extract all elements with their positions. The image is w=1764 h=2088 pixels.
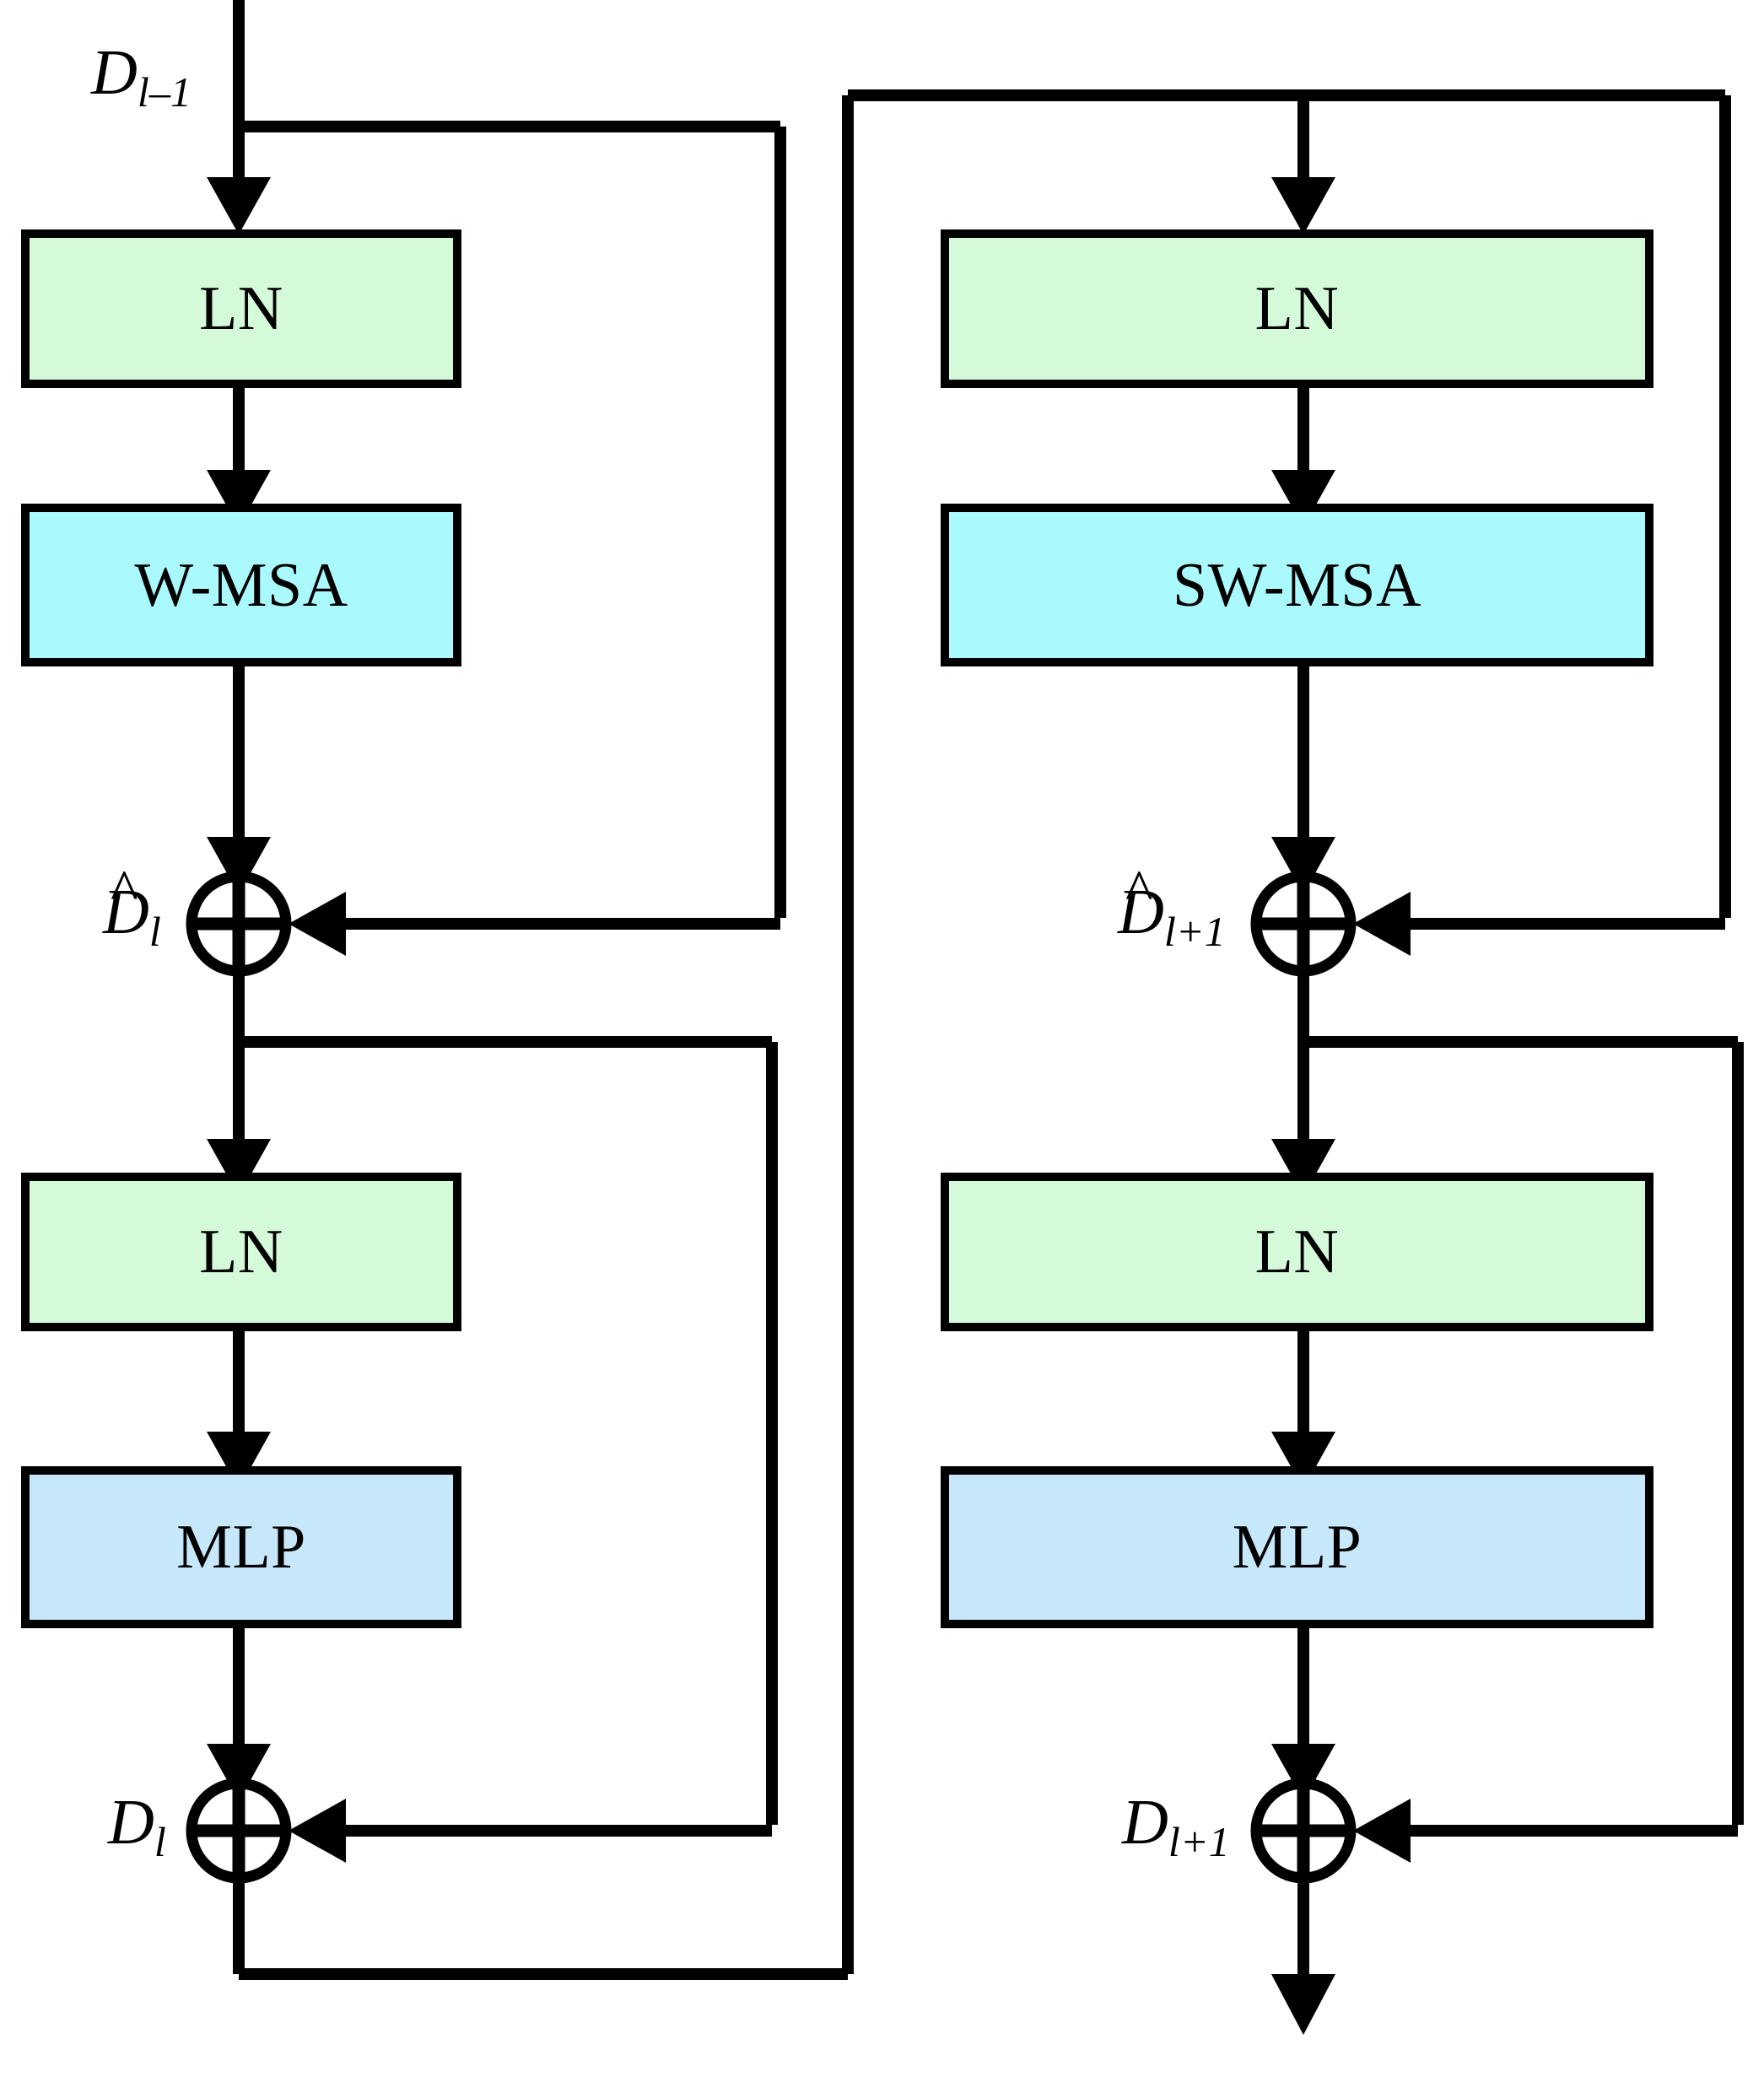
hat-accent-icon: ^ (1125, 859, 1153, 925)
label-base: D (108, 1787, 154, 1858)
hat-accent-icon: ^ (110, 859, 138, 925)
block-mlp-1[interactable]: MLP (21, 1466, 461, 1628)
label-base: D (103, 877, 149, 947)
label-subscript: l–1 (137, 68, 192, 116)
arrowhead-residual1-into-sum1 (289, 892, 346, 956)
block-layernorm-2[interactable]: LN (21, 1173, 461, 1331)
arrowhead-into-sum3 (1271, 837, 1335, 894)
label-base: D (1122, 1787, 1168, 1858)
label-subscript: l (148, 908, 161, 956)
arrowhead-into-sum1 (207, 837, 271, 894)
label-input-d-l-minus-1: Dl–1 (91, 40, 192, 113)
block-w-msa[interactable]: W-MSA (21, 504, 461, 666)
label-subscript: l (154, 1818, 166, 1866)
label-hat-d-l: ^Dl (103, 862, 161, 956)
block-label: LN (199, 274, 283, 343)
block-label: MLP (176, 1513, 306, 1582)
block-label: SW-MSA (1173, 550, 1421, 620)
label-subscript: l+1 (1163, 908, 1226, 956)
sum-node-hat-d-l1 (1250, 871, 1357, 977)
arrowhead-into-wmsa (207, 470, 271, 527)
block-sw-msa[interactable]: SW-MSA (941, 504, 1653, 666)
arrowhead-residual3-into-sum3 (1353, 892, 1411, 956)
label-subscript: l+1 (1168, 1818, 1230, 1866)
block-layernorm-4[interactable]: LN (941, 1173, 1653, 1331)
label-d-l: Dl (108, 1790, 166, 1863)
arrowhead-into-ln1 (207, 177, 271, 235)
arrowhead-residual2-into-sum2 (289, 1799, 346, 1863)
block-label: LN (1254, 1217, 1340, 1287)
sum-node-d-l (186, 1778, 292, 1884)
arrowhead-into-ln2 (207, 1139, 271, 1196)
arrowhead-into-mlp1 (207, 1432, 271, 1489)
sum-node-d-l1 (1250, 1778, 1357, 1884)
arrowhead-into-swmsa (1271, 470, 1335, 527)
arrowhead-into-sum4 (1271, 1744, 1335, 1801)
arrowhead-into-ln4 (1271, 1139, 1335, 1196)
block-label: W-MSA (134, 550, 348, 620)
label-base: D (91, 37, 138, 108)
label-d-l-plus-1: Dl+1 (1122, 1790, 1230, 1863)
arrowhead-residual4-into-sum4 (1353, 1799, 1411, 1863)
arrowhead-into-sum2 (207, 1744, 271, 1801)
sum-node-hat-d-l (186, 871, 292, 977)
arrowhead-into-ln3 (1271, 177, 1335, 235)
block-layernorm-3[interactable]: LN (941, 229, 1653, 388)
label-hat-d-l-plus-1: ^Dl+1 (1118, 862, 1226, 956)
block-label: MLP (1232, 1513, 1362, 1582)
arrowhead-output (1271, 1974, 1335, 2035)
arrowhead-into-mlp2 (1271, 1432, 1335, 1489)
block-layernorm-1[interactable]: LN (21, 229, 461, 388)
block-label: LN (199, 1217, 283, 1287)
block-mlp-2[interactable]: MLP (941, 1466, 1653, 1628)
label-base: D (1118, 877, 1164, 947)
block-label: LN (1254, 274, 1340, 343)
